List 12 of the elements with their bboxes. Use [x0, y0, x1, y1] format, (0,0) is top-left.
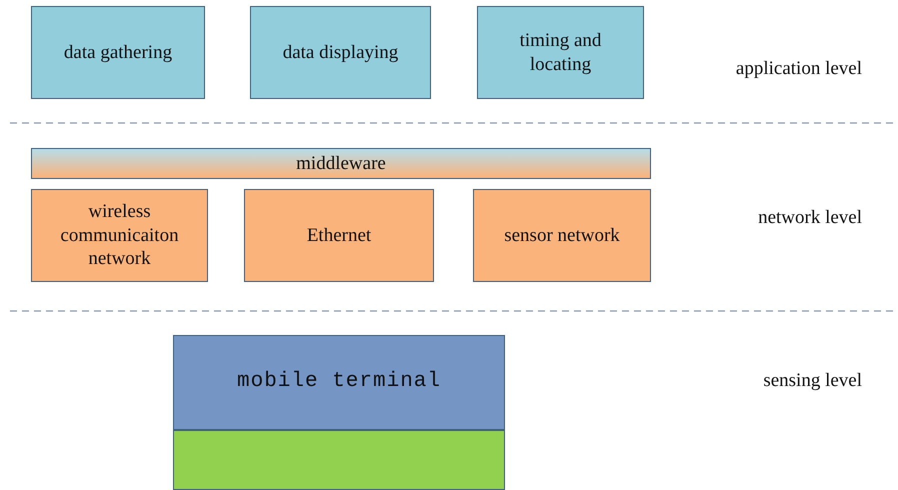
network-box: wireless communicaiton network	[31, 189, 208, 282]
network-box: Ethernet	[244, 189, 434, 282]
terminal-box: mobile terminal	[173, 335, 505, 430]
platform-box	[173, 430, 505, 490]
app-box: data gathering	[31, 6, 205, 99]
app-box: data displaying	[250, 6, 431, 99]
middleware-bar: middleware	[31, 148, 651, 179]
network-box: sensor network	[473, 189, 651, 282]
level-label: network level	[758, 207, 862, 229]
app-box: timing and locating	[477, 6, 644, 99]
level-label: application level	[736, 58, 862, 80]
level-label: sensing level	[763, 370, 862, 392]
